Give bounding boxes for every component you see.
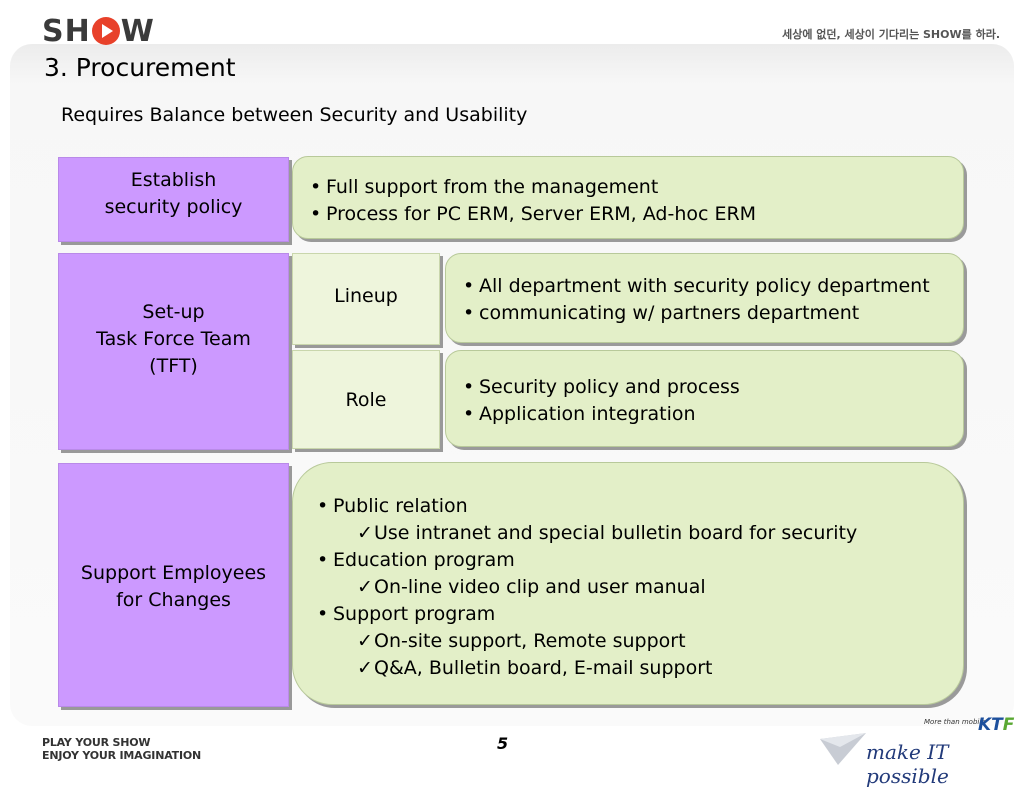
bullet-text: Full support from the management [326, 176, 659, 198]
bullet-item: •Process for PC ERM, Server ERM, Ad-hoc … [310, 201, 963, 228]
check-icon: ✓ [357, 576, 373, 598]
check-icon: ✓ [357, 630, 373, 652]
bullet-item: •Security policy and process [463, 374, 963, 401]
slide-title: 3. Procurement [44, 53, 236, 82]
bullet-text: All department with security policy depa… [479, 275, 930, 297]
brand-tagline: More than mobile [924, 718, 986, 726]
bullet-text: Security policy and process [479, 376, 740, 398]
check-icon: ✓ [357, 657, 373, 679]
role-box: Role [292, 350, 440, 449]
support-details: •Public relation ✓Use intranet and speci… [292, 462, 964, 705]
footer-line-1: PLAY YOUR SHOW [42, 736, 151, 749]
show-logo: SH W [42, 13, 155, 49]
check-item: ✓Q&A, Bulletin board, E-mail support [317, 655, 963, 682]
bullet-item: •Application integration [463, 401, 963, 428]
check-text: Q&A, Bulletin board, E-mail support [374, 657, 713, 679]
establish-policy-box: Establish security policy [58, 157, 289, 242]
support-employees-box: Support Employees for Changes [58, 463, 289, 707]
bullet-text: Education program [333, 549, 515, 571]
tft-label: Set-up Task Force Team (TFT) [96, 300, 251, 377]
ktf-logo: KTF [978, 715, 1014, 735]
play-icon [91, 17, 120, 45]
bullet-item: •communicating w/ partners department [463, 300, 963, 327]
bullet-glyph: • [310, 203, 322, 225]
check-item: ✓Use intranet and special bulletin board… [317, 520, 963, 547]
bullet-glyph: • [463, 403, 475, 425]
bullet-text: communicating w/ partners department [479, 302, 860, 324]
ktf-logo-f: F [1002, 715, 1015, 735]
support-employees-label: Support Employees for Changes [80, 562, 267, 611]
lineup-box: Lineup [292, 253, 440, 345]
lineup-details: •All department with security policy dep… [445, 253, 964, 343]
tft-box: Set-up Task Force Team (TFT) [58, 253, 289, 450]
bullet-text: Support program [333, 603, 496, 625]
footer-line-2: ENJOY YOUR IMAGINATION [42, 749, 202, 762]
check-item: ✓On-line video clip and user manual [317, 574, 963, 601]
ktf-logo-kt: KT [978, 715, 1003, 735]
bullet-item: •Public relation [317, 493, 963, 520]
check-text: On-site support, Remote support [374, 630, 686, 652]
check-text: On-line video clip and user manual [374, 576, 706, 598]
role-details: •Security policy and process •Applicatio… [445, 350, 964, 447]
role-label: Role [345, 388, 387, 411]
bullet-glyph: • [317, 549, 329, 571]
brand-slogan: make IT possible [866, 740, 949, 788]
bullet-item: •Support program [317, 601, 963, 628]
bullet-glyph: • [463, 376, 475, 398]
bullet-glyph: • [317, 603, 329, 625]
bullet-item: •Full support from the management [310, 174, 963, 201]
bullet-glyph: • [463, 302, 475, 324]
bullet-text: Public relation [333, 495, 468, 517]
slide-subtitle: Requires Balance between Security and Us… [61, 104, 528, 126]
check-icon: ✓ [357, 522, 373, 544]
paper-plane-icon [820, 733, 866, 765]
check-item: ✓On-site support, Remote support [317, 628, 963, 655]
logo-text-left: SH [42, 13, 91, 49]
bullet-text: Application integration [479, 403, 696, 425]
establish-policy-details: •Full support from the management •Proce… [292, 156, 964, 239]
bullet-item: •All department with security policy dep… [463, 273, 963, 300]
bullet-item: •Education program [317, 547, 963, 574]
bullet-glyph: • [463, 275, 475, 297]
logo-text-right: W [120, 13, 155, 49]
bullet-text: Process for PC ERM, Server ERM, Ad-hoc E… [326, 203, 757, 225]
bullet-glyph: • [310, 176, 322, 198]
lineup-label: Lineup [334, 285, 398, 307]
check-text: Use intranet and special bulletin board … [374, 522, 858, 544]
footer-slogan: PLAY YOUR SHOW ENJOY YOUR IMAGINATION [42, 736, 201, 762]
bullet-glyph: • [317, 495, 329, 517]
header-tagline: 세상에 없던, 세상이 기다리는 SHOW를 하라. [782, 28, 1000, 41]
page-number: 5 [497, 734, 509, 753]
establish-policy-label: Establish security policy [104, 168, 243, 218]
